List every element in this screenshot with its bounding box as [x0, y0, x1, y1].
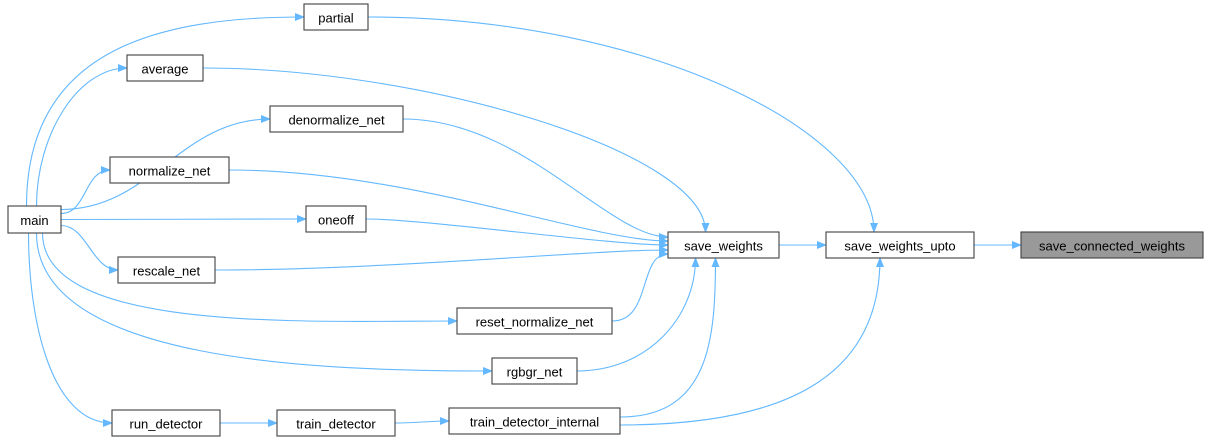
edges-layer [25, 13, 1022, 427]
edge-main-to-oneoff [60, 215, 307, 224]
edge-main-to-rgbgr_net [35, 232, 493, 375]
node-label-train_detector: train_detector [296, 417, 376, 432]
node-label-rescale_net: rescale_net [133, 264, 201, 279]
edge-train_detector-to-train_detector_internal [394, 417, 450, 426]
node-partial[interactable]: partial [303, 3, 369, 31]
node-label-rgbgr_net: rgbgr_net [507, 365, 563, 380]
node-normalize_net[interactable]: normalize_net [109, 156, 230, 184]
node-label-train_detector_internal: train_detector_internal [470, 415, 599, 430]
node-box-run_detector [111, 409, 221, 437]
node-label-denormalize_net: denormalize_net [288, 113, 385, 128]
node-box-partial [303, 3, 369, 31]
node-box-rescale_net [117, 256, 216, 284]
node-box-save_weights_upto [825, 231, 975, 259]
node-label-partial: partial [318, 11, 354, 26]
node-average[interactable]: average [126, 54, 204, 82]
node-save_weights_upto[interactable]: save_weights_upto [825, 231, 975, 259]
node-label-reset_normalize_net: reset_normalize_net [476, 315, 594, 330]
node-box-train_detector [276, 409, 396, 437]
node-box-oneoff [305, 205, 367, 233]
node-save_weights[interactable]: save_weights [667, 231, 780, 259]
node-label-normalize_net: normalize_net [129, 164, 211, 179]
edge-average-to-save_weights [202, 67, 710, 233]
edge-denormalize_net-to-save_weights [402, 118, 669, 241]
edge-main-to-run_detector [27, 232, 113, 427]
node-box-save_weights [667, 231, 780, 259]
edge-normalize_net-to-save_weights [228, 169, 669, 245]
node-label-average: average [142, 62, 189, 77]
node-label-main: main [20, 213, 48, 228]
node-oneoff[interactable]: oneoff [305, 205, 367, 233]
nodes-layer: main partial average denormalize_netnormali… [7, 3, 1204, 437]
node-denormalize_net[interactable]: denormalize_net [269, 105, 404, 133]
node-reset_normalize_net[interactable]: reset_normalize_net [456, 307, 613, 335]
node-label-save_connected_weights: save_connected_weights [1039, 239, 1185, 254]
node-box-average [126, 54, 204, 82]
node-box-normalize_net [109, 156, 230, 184]
node-label-oneoff: oneoff [318, 213, 354, 228]
node-box-train_detector_internal [448, 407, 621, 435]
edge-train_detector_internal-to-save_weights [619, 257, 720, 418]
node-box-reset_normalize_net [456, 307, 613, 335]
edge-main-to-average [35, 64, 128, 207]
node-box-main [7, 205, 62, 234]
node-save_connected_weights[interactable]: save_connected_weights [1020, 231, 1204, 259]
edge-rgbgr_net-to-save_weights [576, 257, 700, 372]
node-box-denormalize_net [269, 105, 404, 133]
edge-oneoff-to-save_weights [365, 218, 669, 249]
edge-reset_normalize_net-to-save_weights [611, 250, 669, 322]
node-label-run_detector: run_detector [130, 417, 204, 432]
node-label-save_weights: save_weights [684, 239, 763, 254]
node-run_detector[interactable]: run_detector [111, 409, 221, 437]
edge-train_detector_internal-to-save_weights_upto [619, 257, 884, 426]
edge-main-to-rescale_net [60, 224, 119, 274]
node-box-save_connected_weights [1020, 231, 1204, 259]
node-main[interactable]: main [7, 205, 62, 234]
edge-rescale_net-to-save_weights [214, 246, 669, 271]
edge-main-to-reset_normalize_net [41, 232, 458, 326]
node-box-rgbgr_net [491, 357, 578, 385]
edge-partial-to-save_weights_upto [367, 16, 878, 233]
node-label-save_weights_upto: save_weights_upto [844, 239, 955, 254]
edge-main-to-partial [25, 13, 305, 207]
edge-main-to-normalize_net [60, 166, 111, 215]
node-rgbgr_net[interactable]: rgbgr_net [491, 357, 578, 385]
node-rescale_net[interactable]: rescale_net [117, 256, 216, 284]
node-train_detector[interactable]: train_detector [276, 409, 396, 437]
node-train_detector_internal[interactable]: train_detector_internal [448, 407, 621, 435]
